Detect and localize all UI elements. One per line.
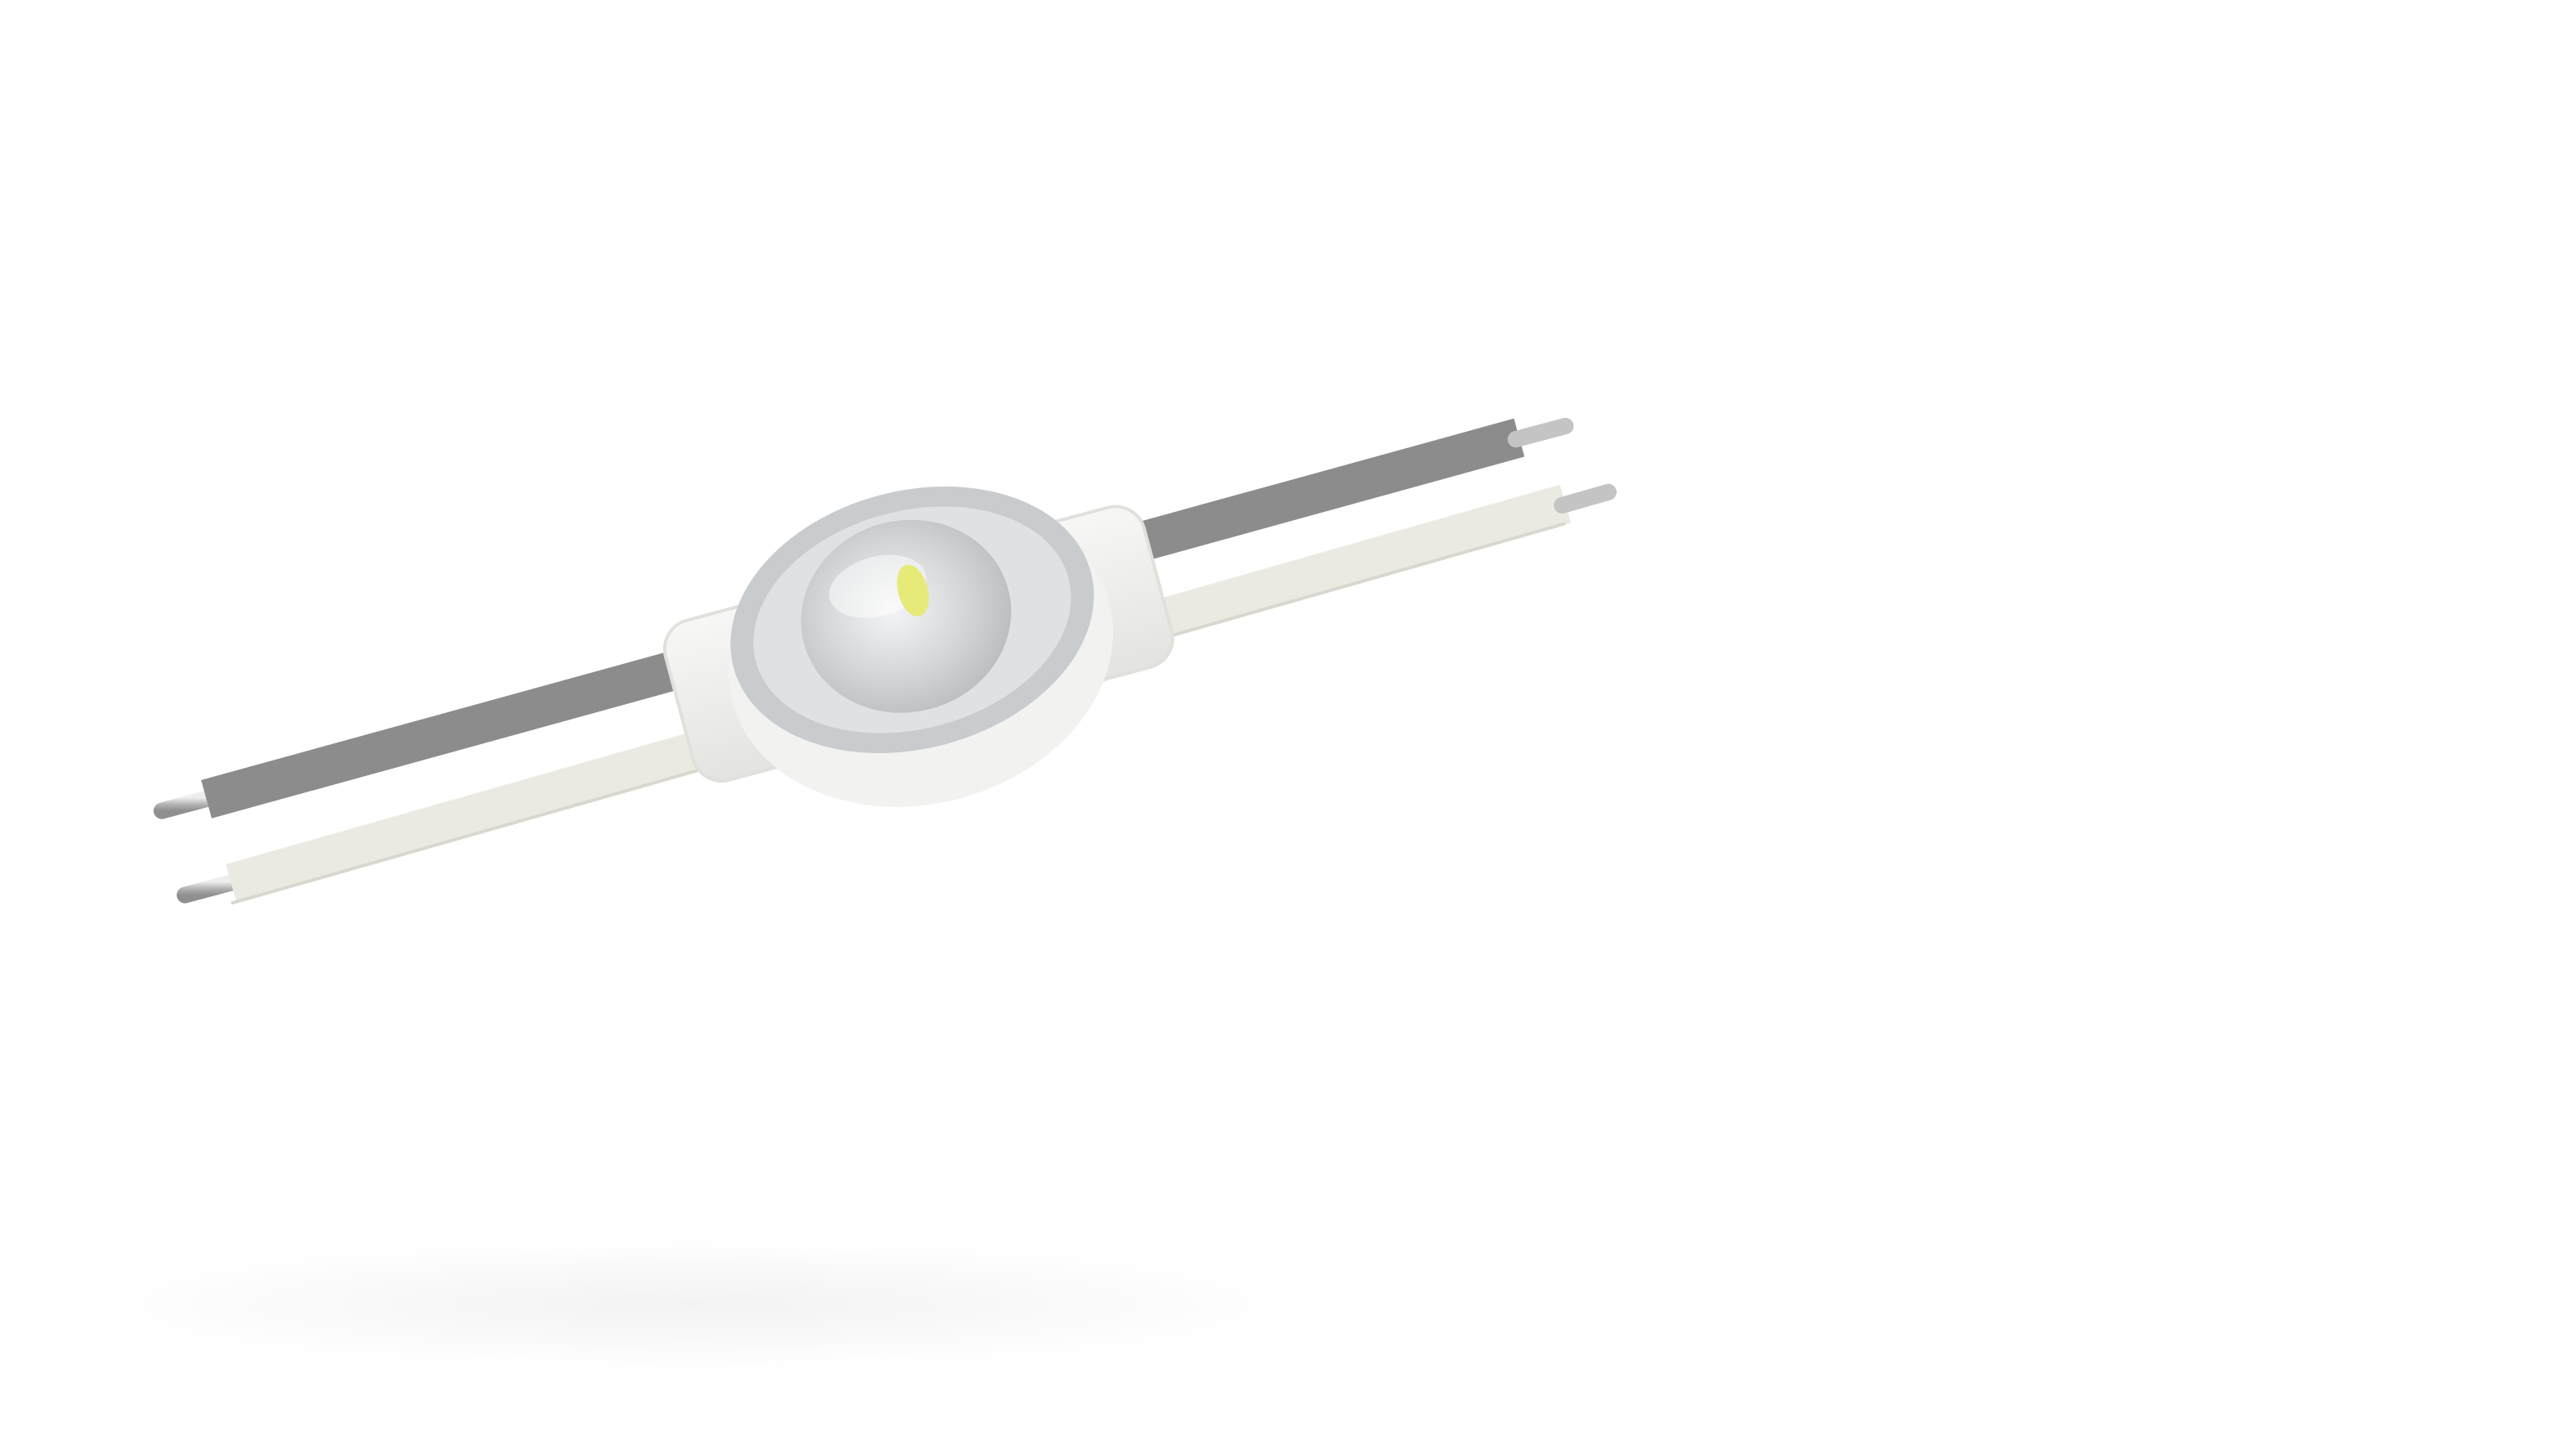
led-housing — [662, 486, 1174, 807]
floor-shadow — [65, 1238, 1322, 1371]
led-chip — [896, 564, 929, 617]
